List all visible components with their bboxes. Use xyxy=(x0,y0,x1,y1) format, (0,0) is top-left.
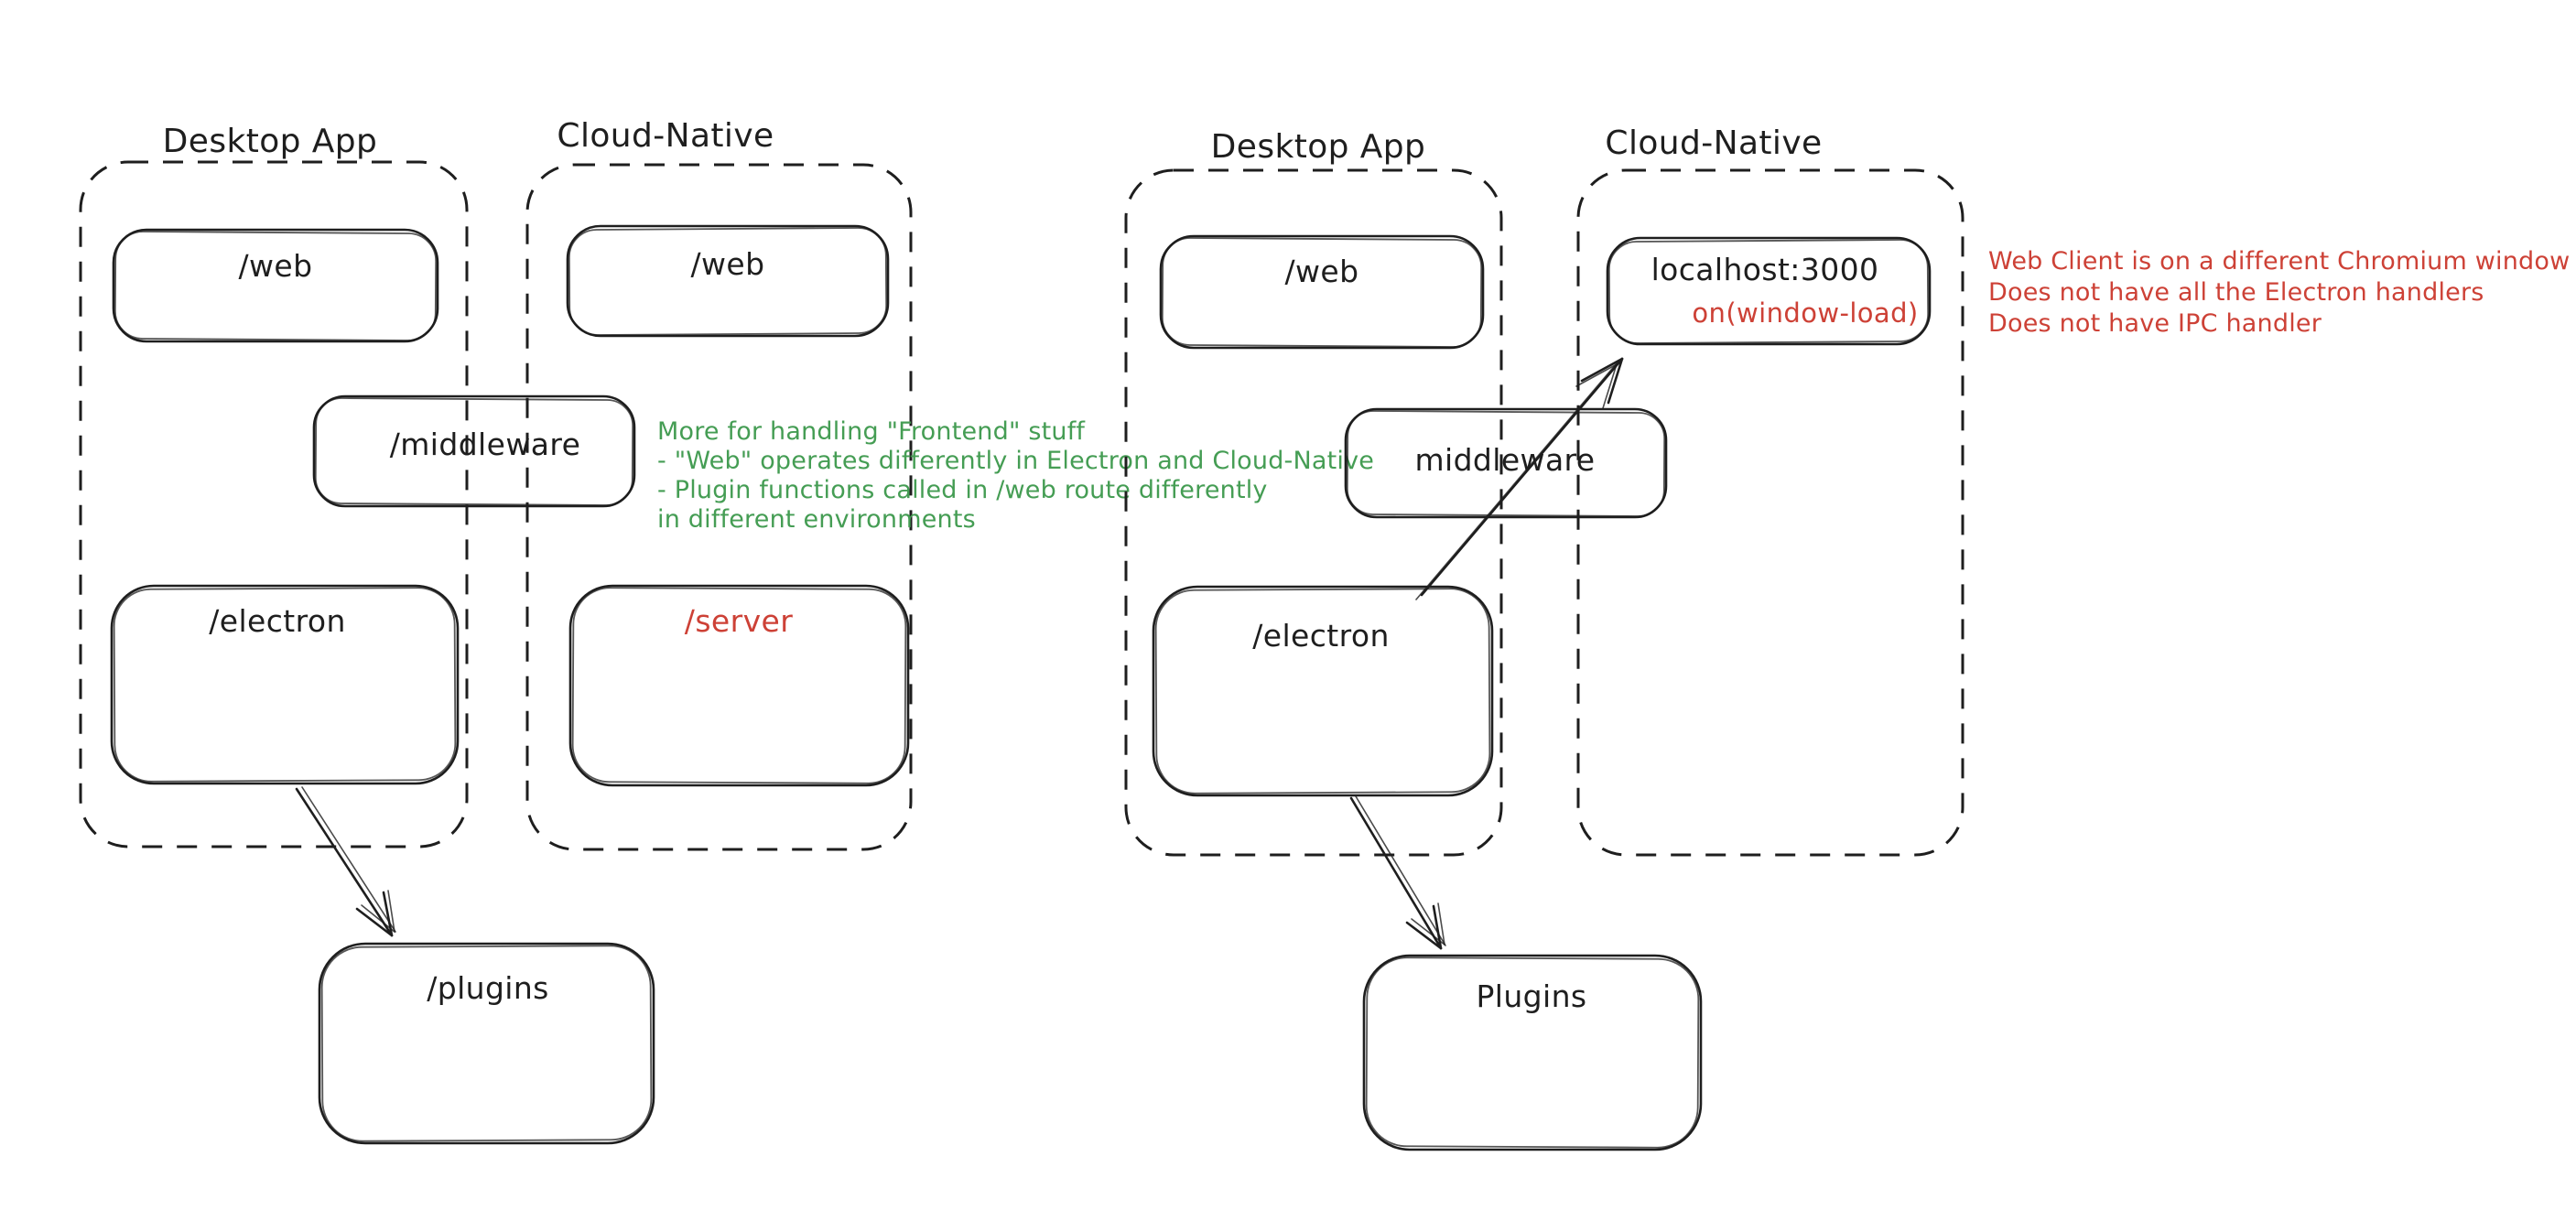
arrow-shaft-sketch xyxy=(301,786,396,933)
left-plugins-label: /plugins xyxy=(427,970,549,1006)
right-middleware-outline xyxy=(1344,407,1668,519)
left-server-outline xyxy=(568,584,910,787)
left-web-desktop-label: /web xyxy=(239,248,313,284)
left-desktop-outline xyxy=(79,160,469,848)
right-electron-outline xyxy=(1152,585,1494,797)
left-desktop-label: Desktop App xyxy=(163,123,378,160)
right-web-outline-sketch xyxy=(1161,237,1483,348)
arrowhead-line-sketch xyxy=(1411,918,1445,946)
window-load-label: on(window-load) xyxy=(1692,297,1918,329)
arrowhead-line-sketch xyxy=(1575,363,1618,387)
arrow-shaft-sketch xyxy=(1355,795,1446,946)
arrowhead-line-sketch xyxy=(1437,902,1445,946)
arrow-electron-to-localhost[interactable] xyxy=(1415,357,1624,600)
left-plugins-box[interactable]: /plugins xyxy=(318,942,655,1145)
left-electron-outline-sketch xyxy=(113,587,457,783)
localhost-box[interactable]: localhost:3000 on(window-load) xyxy=(1606,236,1932,346)
right-cloud-label: Cloud-Native xyxy=(1605,124,1822,162)
right-middleware-label: middleware xyxy=(1414,442,1595,478)
right-desktop-outline xyxy=(1124,168,1503,857)
left-web-desktop-outline xyxy=(112,228,439,343)
left-web-cloud-outline-sketch xyxy=(568,227,888,336)
left-electron-label: /electron xyxy=(209,603,346,639)
arrow-shaft-sketch xyxy=(1415,362,1618,600)
left-web-desktop-box[interactable]: /web xyxy=(112,228,439,343)
red-annotation-line-3: Does not have IPC handler xyxy=(1988,309,2322,338)
right-plugins-label: Plugins xyxy=(1476,978,1586,1014)
right-plugins-outline-sketch xyxy=(1365,956,1700,1149)
green-note-line-4: in different environments xyxy=(657,505,976,534)
arrowhead-line xyxy=(1405,921,1443,950)
arrowhead-line-sketch xyxy=(1602,363,1618,409)
arrow-shaft xyxy=(1349,796,1443,950)
left-electron-box[interactable]: /electron xyxy=(110,584,460,785)
right-desktop-container[interactable]: Desktop App xyxy=(1124,128,1503,857)
left-plugins-outline-sketch xyxy=(320,945,653,1142)
left-cloud-label: Cloud-Native xyxy=(557,117,774,155)
arrow-electron-to-plugins-right[interactable] xyxy=(1349,795,1446,950)
green-note-line-1: More for handling "Frontend" stuff xyxy=(657,417,1086,446)
red-annotation-line-2: Does not have all the Electron handlers xyxy=(1988,278,2484,307)
localhost-label: localhost:3000 xyxy=(1651,252,1879,287)
right-electron-outline-sketch xyxy=(1154,588,1491,794)
left-middleware-label: /middleware xyxy=(390,427,581,462)
right-middleware-box[interactable]: middleware xyxy=(1344,407,1668,519)
localhost-outline xyxy=(1606,236,1932,346)
left-middleware-outline-sketch xyxy=(314,397,634,506)
left-web-desktop-outline-sketch xyxy=(114,231,438,341)
right-cloud-container[interactable]: Cloud-Native xyxy=(1576,124,1964,857)
right-middleware-outline-sketch xyxy=(1346,410,1666,517)
left-middleware-box[interactable]: /middleware xyxy=(312,394,636,508)
red-annotation-line-1: Web Client is on a different Chromium wi… xyxy=(1988,247,2570,276)
right-plugins-box[interactable]: Plugins xyxy=(1362,954,1703,1151)
red-annotation[interactable]: Web Client is on a different Chromium wi… xyxy=(1988,247,2570,338)
left-server-label: /server xyxy=(685,603,793,639)
arrowhead-line xyxy=(1580,357,1624,383)
arrowhead-line-sketch xyxy=(361,904,395,933)
left-web-cloud-outline xyxy=(566,224,890,338)
left-middleware-outline xyxy=(312,394,636,508)
right-cloud-outline xyxy=(1576,168,1964,857)
localhost-outline-sketch xyxy=(1607,239,1930,344)
left-web-cloud-label: /web xyxy=(691,246,765,282)
green-note[interactable]: More for handling "Frontend" stuff - "We… xyxy=(657,417,1374,534)
green-note-line-3: - Plugin functions called in /web route … xyxy=(657,476,1268,504)
arrowhead-line xyxy=(355,907,394,937)
right-electron-label: /electron xyxy=(1252,618,1390,654)
right-plugins-outline xyxy=(1362,954,1703,1151)
arrow-shaft xyxy=(1420,357,1624,597)
arrow-shaft xyxy=(295,787,394,937)
arrowhead-line xyxy=(1607,357,1624,405)
arrow-electron-to-plugins-left[interactable] xyxy=(295,786,396,937)
right-desktop-label: Desktop App xyxy=(1211,128,1426,166)
left-server-box[interactable]: /server xyxy=(568,584,910,787)
arrowhead-line-sketch xyxy=(387,890,395,933)
right-web-box[interactable]: /web xyxy=(1159,234,1485,350)
green-note-line-2: - "Web" operates differently in Electron… xyxy=(657,447,1374,475)
right-electron-box[interactable]: /electron xyxy=(1152,585,1494,797)
left-electron-outline xyxy=(110,584,460,785)
left-web-cloud-box[interactable]: /web xyxy=(566,224,890,338)
right-web-outline xyxy=(1159,234,1485,350)
left-plugins-outline xyxy=(318,942,655,1145)
left-server-outline-sketch xyxy=(571,587,907,784)
left-desktop-container[interactable]: Desktop App xyxy=(79,123,469,848)
right-web-label: /web xyxy=(1285,254,1359,289)
